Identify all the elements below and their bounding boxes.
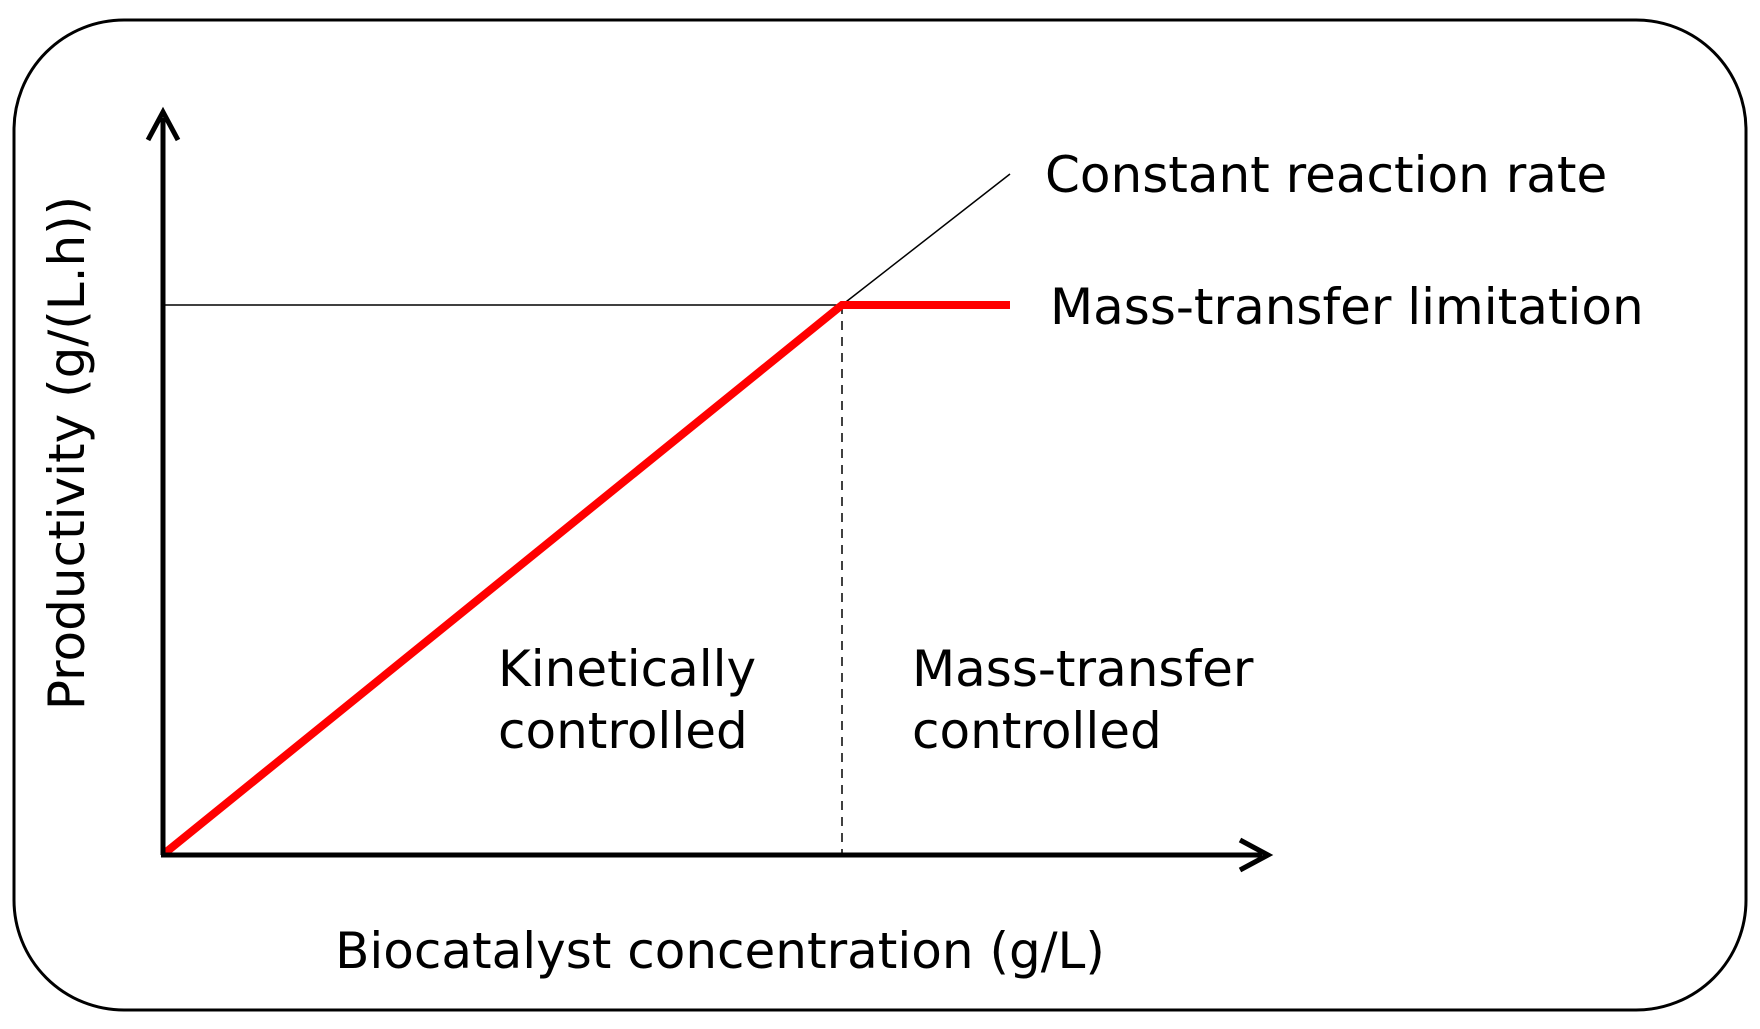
kinetically-label-line2: controlled [498, 702, 748, 760]
constant-rate-label: Constant reaction rate [1045, 146, 1607, 204]
kinetically-label-line1: Kinetically [498, 640, 756, 698]
x-axis-label: Biocatalyst concentration (g/L) [335, 922, 1105, 980]
mass-transfer-limitation-label: Mass-transfer limitation [1050, 278, 1644, 336]
outer-frame [12, 18, 1748, 1012]
mass-transfer-controlled-line1: Mass-transfer [912, 640, 1254, 698]
y-axis-arrowhead [145, 106, 181, 142]
y-axis-label: Productivity (g/(L.h)) [38, 196, 96, 710]
mass-transfer-controlled-line2: controlled [912, 702, 1162, 760]
productivity-curve [162, 301, 1010, 857]
constant-rate-line [841, 173, 1011, 306]
x-axis-arrowhead [1238, 837, 1274, 873]
